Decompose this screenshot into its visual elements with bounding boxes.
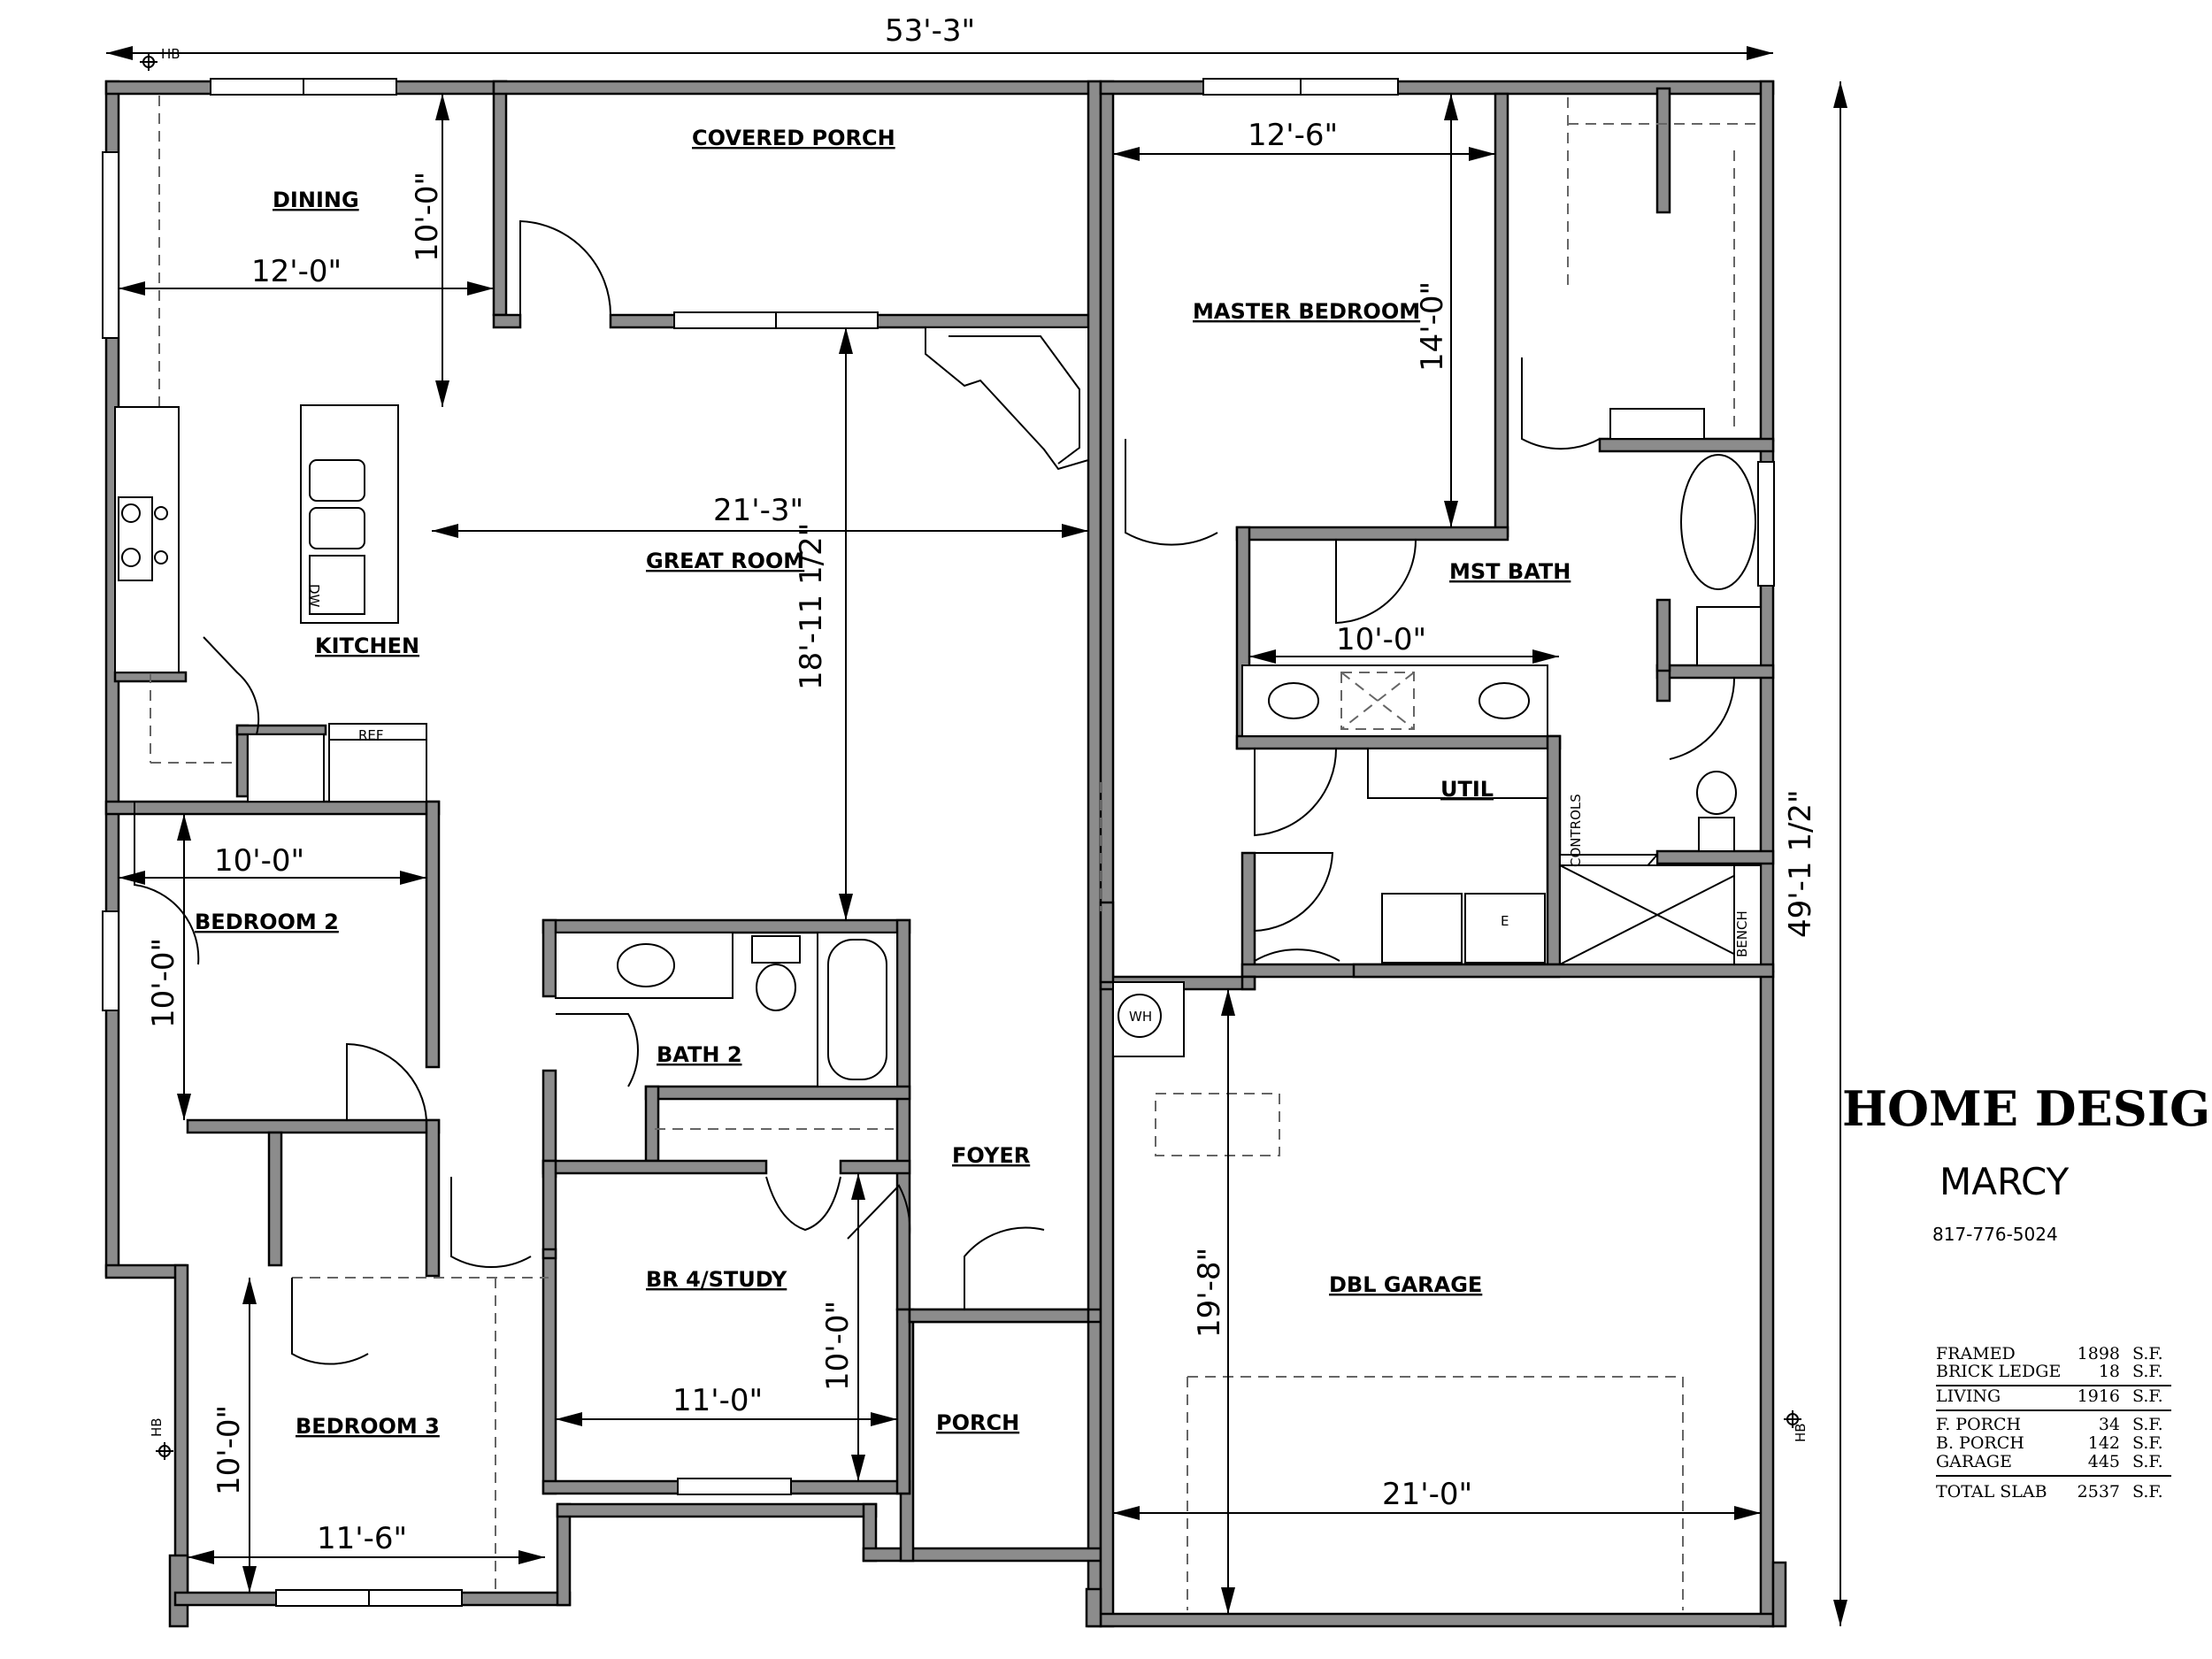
bedroom2-depth-label: 10'-0" xyxy=(146,938,181,1028)
sf-unit: S.F. xyxy=(2132,1415,2163,1434)
controls-label: CONTROLS xyxy=(1568,794,1584,867)
sf-value: 18 xyxy=(2099,1362,2120,1381)
sf-value: 142 xyxy=(2088,1433,2120,1453)
master-depth-label: 14'-0" xyxy=(1415,281,1450,372)
sf-unit: S.F. xyxy=(2132,1452,2163,1471)
master-width-label: 12'-6" xyxy=(1248,118,1338,153)
room-covered-porch: COVERED PORCH xyxy=(692,126,895,150)
fixtures: DW REF BENCH CONTROLS E xyxy=(114,46,1809,1460)
dining-width-label: 12'-0" xyxy=(251,254,342,289)
sf-value: 2537 xyxy=(2078,1482,2120,1502)
garage-depth-label: 19'-8" xyxy=(1192,1248,1227,1338)
dashed-lines xyxy=(150,96,1761,1610)
room-foyer: FOYER xyxy=(952,1143,1030,1168)
wh-label: WH xyxy=(1129,1009,1152,1025)
bedroom3-width-label: 11'-6" xyxy=(317,1521,407,1556)
bedroom3-depth-label: 10'-0" xyxy=(211,1405,247,1495)
sf-unit: S.F. xyxy=(2132,1362,2163,1381)
bedroom2-width-label: 10'-0" xyxy=(214,843,304,879)
great-room-width-label: 21'-3" xyxy=(713,493,803,528)
hb-label-right: HB xyxy=(1793,1423,1809,1442)
sf-label: GARAGE xyxy=(1936,1452,2012,1471)
sf-label: LIVING xyxy=(1936,1386,2001,1406)
room-br4-study: BR 4/STUDY xyxy=(646,1267,787,1292)
sf-unit: S.F. xyxy=(2132,1386,2163,1406)
sf-unit: S.F. xyxy=(2132,1344,2163,1363)
hb-label-left: HB xyxy=(149,1417,165,1437)
dimension-labels: 53'-3" 49'-1 1/2" 12'-0" 10'-0" 21'-3" 1… xyxy=(146,13,1818,1556)
room-dbl-garage: DBL GARAGE xyxy=(1329,1272,1482,1297)
dining-depth-label: 10'-0" xyxy=(410,172,445,262)
room-porch: PORCH xyxy=(936,1410,1019,1435)
sf-unit: S.F. xyxy=(2132,1482,2163,1502)
sf-value: 1898 xyxy=(2078,1344,2120,1363)
great-room-depth-label: 18'-11 1/2" xyxy=(794,523,829,690)
sf-unit: S.F. xyxy=(2132,1433,2163,1453)
sf-label: TOTAL SLAB xyxy=(1936,1482,2047,1502)
room-bedroom-2: BEDROOM 2 xyxy=(195,910,339,934)
room-kitchen: KITCHEN xyxy=(315,634,419,658)
sf-value: 1916 xyxy=(2078,1386,2120,1406)
dw-label: DW xyxy=(306,584,322,608)
svg-text:E: E xyxy=(1501,913,1509,929)
room-labels: COVERED PORCH DINING KITCHEN GREAT ROOM … xyxy=(195,126,1571,1439)
garage-width-label: 21'-0" xyxy=(1382,1477,1472,1512)
room-bath-2: BATH 2 xyxy=(657,1042,742,1067)
sf-label: B. PORCH xyxy=(1936,1433,2024,1453)
room-util: UTIL xyxy=(1440,777,1494,802)
walls xyxy=(104,80,1787,1628)
overall-depth-label: 49'-1 1/2" xyxy=(1783,789,1818,938)
windows xyxy=(102,78,1775,1607)
ref-label: REF xyxy=(358,727,384,743)
br4-width-label: 11'-0" xyxy=(672,1383,763,1418)
room-mst-bath: MST BATH xyxy=(1449,559,1571,584)
bench-label: BENCH xyxy=(1734,910,1750,957)
sf-value: 34 xyxy=(2099,1415,2120,1434)
plan-name: MARCY xyxy=(1939,1160,2070,1203)
phone-number: 817-776-5024 xyxy=(1932,1224,2058,1245)
overall-width-label: 53'-3" xyxy=(885,13,975,49)
company-name: HOME DESIGNS xyxy=(1842,1080,2212,1137)
mst-bath-width-label: 10'-0" xyxy=(1336,622,1426,657)
sf-label: BRICK LEDGE xyxy=(1936,1362,2061,1381)
room-great-room: GREAT ROOM xyxy=(646,549,804,573)
doors xyxy=(134,219,1736,1365)
sf-value: 445 xyxy=(2088,1452,2120,1471)
room-bedroom-3: BEDROOM 3 xyxy=(296,1414,440,1439)
room-master-bedroom: MASTER BEDROOM xyxy=(1193,299,1420,324)
sf-label: F. PORCH xyxy=(1936,1415,2021,1434)
sf-label: FRAMED xyxy=(1936,1344,2016,1363)
title-block: HOME DESIGNS MARCY 817-776-5024 xyxy=(1842,1080,2212,1245)
dimension-lines xyxy=(106,46,1847,1626)
br4-depth-label: 10'-0" xyxy=(820,1301,856,1391)
room-dining: DINING xyxy=(273,188,359,212)
